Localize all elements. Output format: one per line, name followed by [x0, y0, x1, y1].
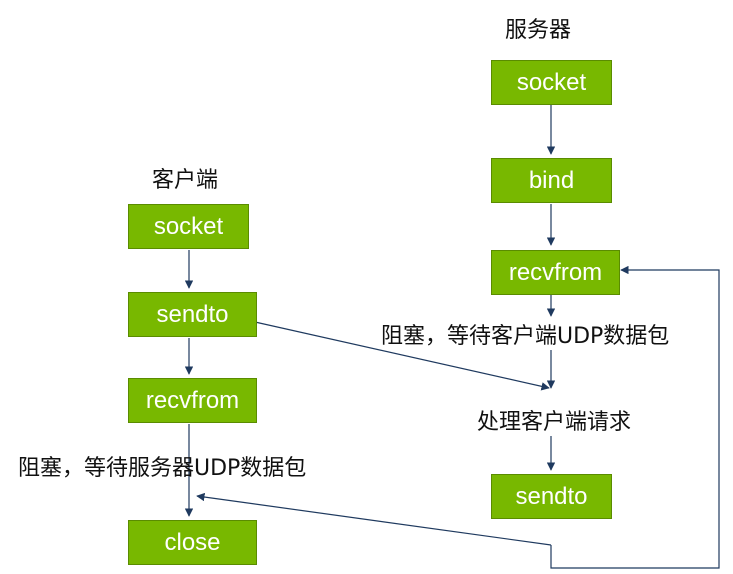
- client-block-note: 阻塞，等待服务器UDP数据包: [18, 456, 307, 481]
- server-block-note: 阻塞，等待客户端UDP数据包: [381, 324, 670, 349]
- server-recvfrom-box: recvfrom: [491, 250, 620, 295]
- server-bind-box: bind: [491, 158, 612, 203]
- arrow-server-sendto-to-client: [196, 492, 552, 546]
- server-title: 服务器: [505, 18, 572, 43]
- server-sendto-box: sendto: [491, 474, 612, 519]
- client-close-box: close: [128, 520, 257, 565]
- client-recvfrom-box: recvfrom: [128, 378, 257, 423]
- server-socket-box: socket: [491, 60, 612, 105]
- server-process-note: 处理客户端请求: [477, 410, 632, 435]
- client-socket-box: socket: [128, 204, 249, 249]
- arrow-server-loop-back: [550, 265, 720, 569]
- client-sendto-box: sendto: [128, 292, 257, 337]
- arrow-client-sendto-to-server: [254, 321, 550, 391]
- client-title: 客户端: [152, 168, 219, 193]
